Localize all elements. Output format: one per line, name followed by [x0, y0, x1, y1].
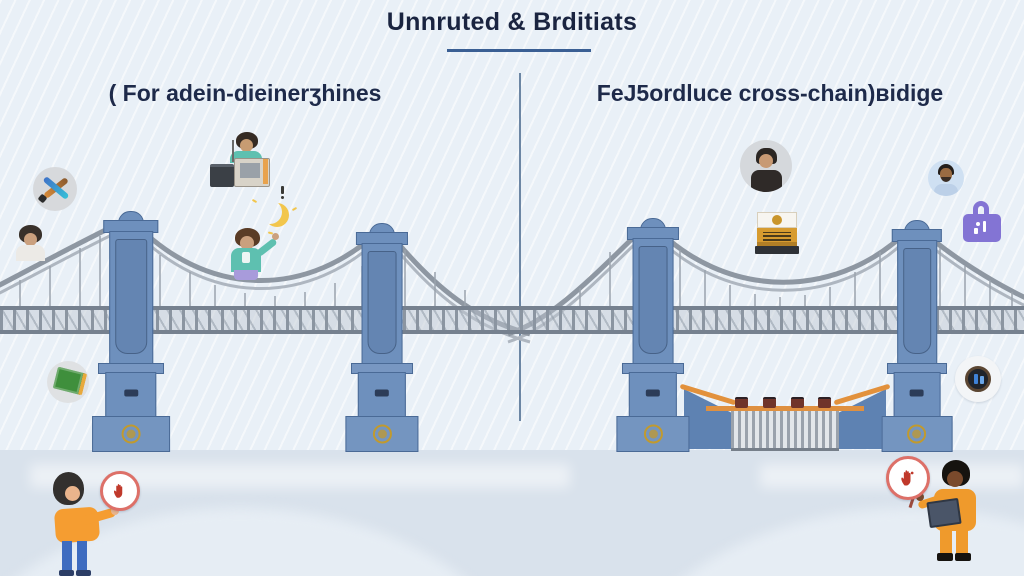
- column-divider: [519, 73, 521, 421]
- gate-vehicle: [791, 397, 804, 408]
- left-column-heading: ( For adein-dieinerʒhines: [108, 80, 382, 106]
- bridge-deck-truss: [0, 306, 1024, 334]
- stop-hand-badge: [100, 471, 140, 511]
- stop-hand-icon: [114, 484, 123, 498]
- right-column-heading: FeJ5ordluce cross-chain)ʙidige: [596, 80, 944, 106]
- crescent-moon-icon: [258, 200, 282, 224]
- gate-vehicle: [763, 397, 776, 408]
- gate-beam: [706, 406, 864, 411]
- bearded-person-avatar-icon: [928, 160, 964, 196]
- person-bust-icon: [15, 225, 47, 261]
- security-padlock-icon: [963, 201, 1003, 245]
- bridge-tower-right-1: [616, 218, 690, 452]
- token-coin-icon: [955, 356, 1001, 402]
- bridge-tower-right-2: [881, 220, 953, 452]
- circuit-card-icon: [47, 361, 89, 403]
- page-title: Unnruted & Brditiats: [386, 8, 638, 36]
- person-at-terminal-icon: [205, 128, 271, 187]
- exclamation-mark: [281, 186, 284, 199]
- title-underline: [447, 49, 591, 52]
- person-with-crescent-icon: [225, 220, 295, 280]
- warning-hand-icon: [901, 470, 914, 486]
- gate-vehicle: [735, 397, 748, 408]
- pointing-person: [45, 470, 125, 576]
- bridge-tower-left-2: [345, 223, 419, 452]
- person-avatar-icon: [740, 140, 792, 192]
- warning-hand-sign: [886, 456, 930, 500]
- paintbrush-tools-icon: [33, 167, 77, 211]
- gate-fence: [731, 411, 839, 451]
- bridge-tower-left-1: [92, 211, 170, 452]
- gate-vehicle: [818, 397, 831, 408]
- certificate-document-icon: [755, 212, 799, 254]
- person-with-tablet: [916, 460, 992, 564]
